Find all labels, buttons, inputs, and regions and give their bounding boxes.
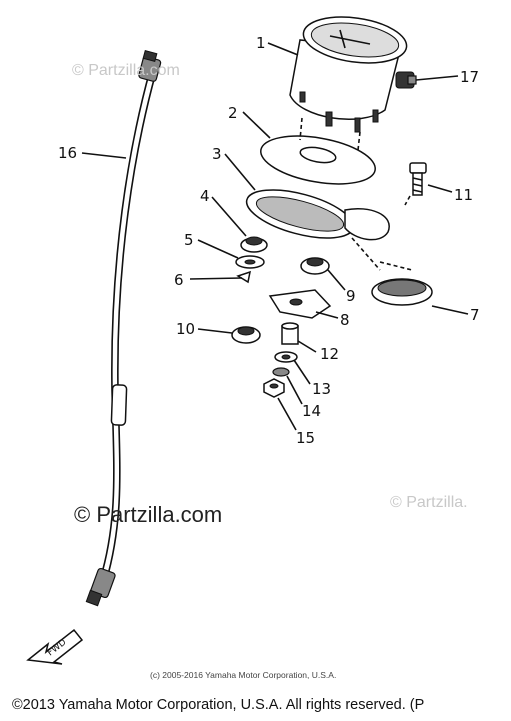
watermark-mid-right: © Partzilla. xyxy=(390,494,468,511)
callout-8: 8 xyxy=(340,311,350,329)
callout-10: 10 xyxy=(176,320,195,338)
callout-3: 3 xyxy=(212,145,222,163)
callout-16: 16 xyxy=(58,144,77,162)
callout-15: 15 xyxy=(296,429,315,447)
plain-washer xyxy=(274,351,298,363)
callout-13: 13 xyxy=(312,380,331,398)
callout-11: 11 xyxy=(454,186,473,204)
washer xyxy=(235,255,265,269)
callout-numbers: 1 17 2 3 16 11 4 5 6 9 7 8 10 12 13 14 1… xyxy=(58,34,480,447)
meter-ring xyxy=(371,278,433,306)
collar xyxy=(281,322,299,345)
callout-1: 1 xyxy=(256,34,266,52)
grommet-upper xyxy=(240,236,268,253)
callout-14: 14 xyxy=(302,402,321,420)
bracket-plate xyxy=(268,289,332,319)
grommet-lower xyxy=(231,326,261,344)
callout-2: 2 xyxy=(228,104,238,122)
callout-6: 6 xyxy=(174,271,184,289)
bulb-socket xyxy=(395,71,417,89)
callout-5: 5 xyxy=(184,231,194,249)
lock-washer xyxy=(272,367,290,377)
meter-bracket xyxy=(245,189,390,241)
nut xyxy=(263,378,285,398)
forward-arrow: FWD xyxy=(26,628,84,665)
footer-copyright: ©2013 Yamaha Motor Corporation, U.S.A. A… xyxy=(12,697,425,713)
callout-4: 4 xyxy=(200,187,210,205)
callout-7: 7 xyxy=(470,306,480,324)
callout-17: 17 xyxy=(460,68,479,86)
callout-9: 9 xyxy=(346,287,356,305)
pin xyxy=(236,270,251,284)
callout-12: 12 xyxy=(320,345,339,363)
meter-damper xyxy=(260,135,376,185)
small-copyright: (c) 2005-2016 Yamaha Motor Corporation, … xyxy=(150,670,337,680)
speedometer-meter xyxy=(289,16,408,133)
bolt xyxy=(409,162,427,196)
watermark-top-left: © Partzilla.com xyxy=(72,62,180,79)
speedometer-cable xyxy=(85,49,162,607)
grommet-mid xyxy=(300,257,330,275)
watermark-main: © Partzilla.com xyxy=(74,502,223,527)
leader-lines xyxy=(81,42,469,431)
